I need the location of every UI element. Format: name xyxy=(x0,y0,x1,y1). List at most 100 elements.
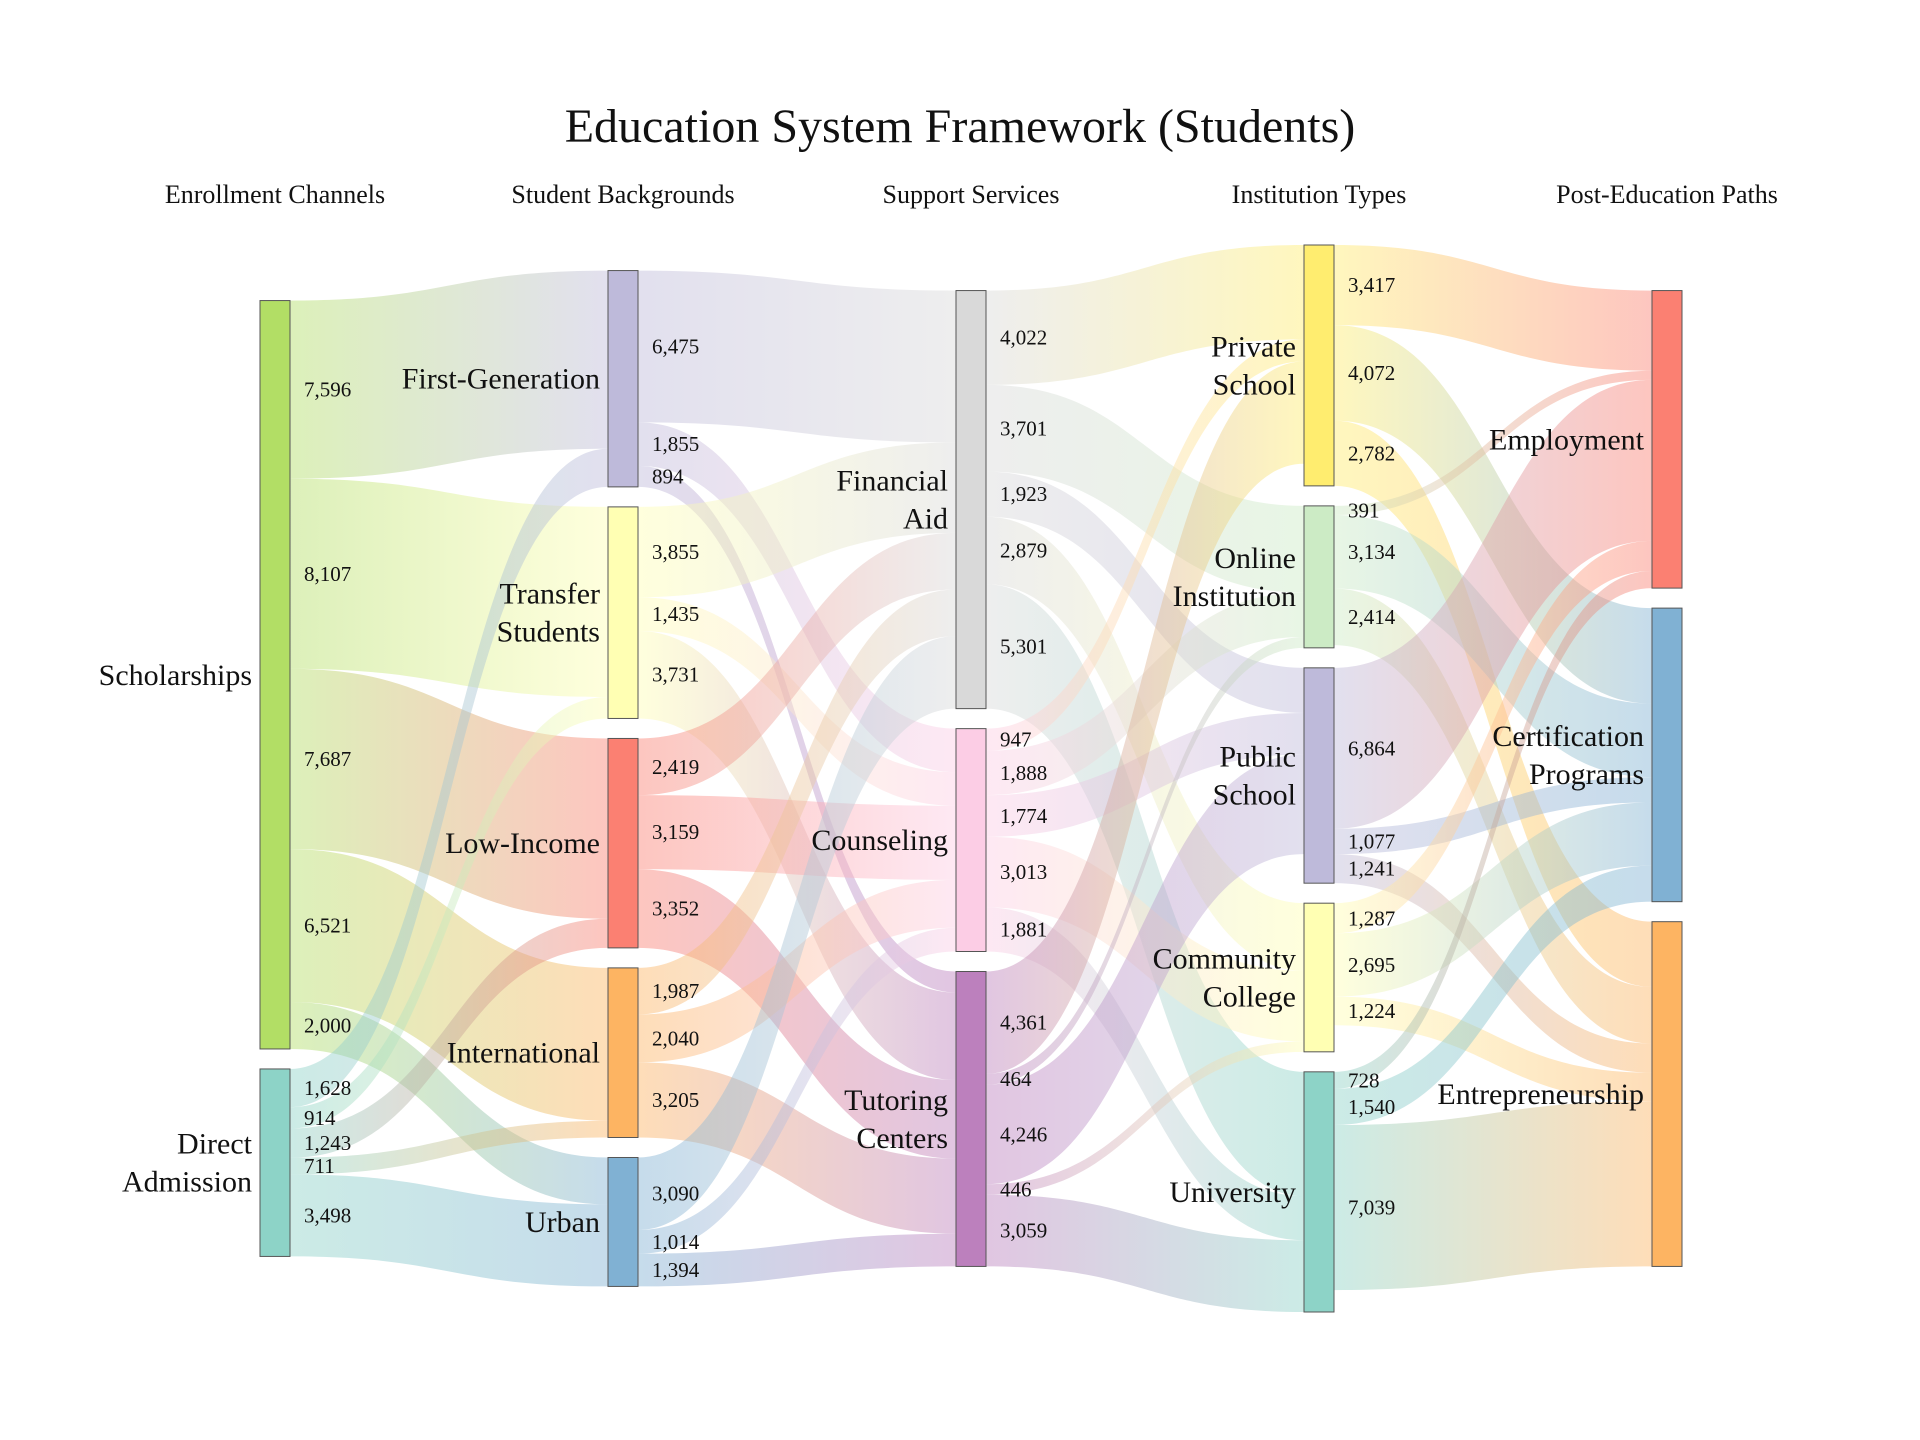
flow-value-lowincome-to-finaid: 2,419 xyxy=(652,755,699,779)
node-label-scholarships: Scholarships xyxy=(99,659,252,692)
node-firstgen xyxy=(607,270,639,488)
flow-university-to-entrepreneurship xyxy=(1334,1101,1652,1291)
flow-value-firstgen-to-finaid: 6,475 xyxy=(652,334,699,358)
flow-lowincome-to-counseling xyxy=(638,795,956,880)
flow-value-counseling-to-university: 1,881 xyxy=(1000,917,1047,941)
flow-scholarships-to-firstgen xyxy=(290,270,608,479)
node-label-entrepreneurship: Entrepreneurship xyxy=(1437,1078,1644,1111)
flow-value-transfer-to-finaid: 3,855 xyxy=(652,540,699,564)
flow-community-to-employment xyxy=(1334,540,1652,934)
flow-tutoring-to-university xyxy=(986,1194,1304,1312)
flow-value-online-to-employment: 391 xyxy=(1348,498,1380,522)
nodes-layer xyxy=(259,244,1683,1313)
flow-value-tutoring-to-public: 4,246 xyxy=(1000,1122,1047,1146)
flow-value-scholarships-to-firstgen: 7,596 xyxy=(304,378,351,402)
node-public xyxy=(1303,667,1335,884)
flow-private-to-entrepreneurship xyxy=(1334,420,1652,987)
node-counseling xyxy=(955,728,987,952)
node-label-urban: Urban xyxy=(525,1206,600,1239)
flow-value-transfer-to-counseling: 1,435 xyxy=(652,602,699,626)
flow-value-university-to-entrepreneurship: 7,039 xyxy=(1348,1196,1395,1220)
node-urban xyxy=(607,1156,639,1287)
flow-value-direct-to-international: 711 xyxy=(304,1154,335,1178)
flow-value-tutoring-to-community: 446 xyxy=(1000,1177,1032,1201)
node-label-lowincome: Low-Income xyxy=(445,827,600,860)
flow-value-community-to-employment: 1,287 xyxy=(1348,906,1395,930)
flow-urban-to-counseling xyxy=(638,927,956,1254)
links-layer xyxy=(290,245,1652,1312)
flow-tutoring-to-community xyxy=(986,1041,1304,1195)
flow-value-university-to-certification: 1,540 xyxy=(1348,1095,1395,1119)
node-label-employment: Employment xyxy=(1489,423,1645,456)
flow-value-online-to-entrepreneurship: 2,414 xyxy=(1348,605,1396,629)
flow-value-finaid-to-community: 2,879 xyxy=(1000,539,1047,563)
flow-value-transfer-to-tutoring: 3,731 xyxy=(652,663,699,687)
node-tutoring xyxy=(955,970,987,1267)
node-scholarships xyxy=(259,300,291,1050)
flow-value-scholarships-to-lowincome: 7,687 xyxy=(304,747,351,771)
node-label-international: International xyxy=(447,1037,600,1070)
flow-scholarships-to-international xyxy=(290,849,608,1121)
flow-value-scholarships-to-international: 6,521 xyxy=(304,914,351,938)
flow-direct-to-urban xyxy=(290,1174,608,1287)
stage-header-post-education-paths: Post-Education Paths xyxy=(1556,180,1778,209)
flow-value-counseling-to-public: 1,774 xyxy=(1000,804,1048,828)
flow-finaid-to-online xyxy=(986,384,1304,593)
flow-value-finaid-to-public: 1,923 xyxy=(1000,482,1047,506)
flow-value-firstgen-to-counseling: 1,855 xyxy=(652,432,699,456)
flow-direct-to-transfer xyxy=(290,697,608,1129)
node-online xyxy=(1303,505,1335,649)
flow-value-direct-to-lowincome: 1,243 xyxy=(304,1131,351,1155)
stage-header-support-services: Support Services xyxy=(883,180,1060,209)
flow-counseling-to-public xyxy=(986,712,1304,837)
flow-urban-to-tutoring xyxy=(638,1233,956,1287)
flow-counseling-to-private xyxy=(986,339,1304,751)
flow-value-lowincome-to-counseling: 3,159 xyxy=(652,820,699,844)
node-label-counseling: Counseling xyxy=(811,824,948,857)
stage-header-enrollment-channels: Enrollment Channels xyxy=(165,180,385,209)
flow-university-to-certification xyxy=(1334,865,1652,1126)
flow-direct-to-lowincome xyxy=(290,918,608,1158)
value-labels-layer: 7,5968,1077,6876,5212,0001,6289141,24371… xyxy=(304,273,1396,1282)
flow-value-urban-to-counseling: 1,014 xyxy=(652,1230,700,1254)
flow-lowincome-to-finaid xyxy=(638,532,956,796)
flow-firstgen-to-tutoring xyxy=(638,465,956,993)
node-international xyxy=(607,967,639,1138)
flow-value-tutoring-to-private: 4,361 xyxy=(1000,1011,1047,1035)
node-lowincome xyxy=(607,737,639,949)
flow-value-international-to-counseling: 2,040 xyxy=(652,1026,699,1050)
flow-value-private-to-entrepreneurship: 2,782 xyxy=(1348,441,1395,465)
flow-direct-to-international xyxy=(290,1120,608,1175)
flow-value-scholarships-to-urban: 2,000 xyxy=(304,1014,351,1038)
node-university xyxy=(1303,1071,1335,1313)
flow-value-urban-to-finaid: 3,090 xyxy=(652,1182,699,1206)
flow-value-firstgen-to-tutoring: 894 xyxy=(652,464,684,488)
flow-value-international-to-tutoring: 3,205 xyxy=(652,1088,699,1112)
flow-value-private-to-employment: 3,417 xyxy=(1348,273,1395,297)
flow-firstgen-to-finaid xyxy=(638,270,956,443)
flow-transfer-to-finaid xyxy=(638,442,956,598)
flow-value-public-to-employment: 6,864 xyxy=(1348,736,1396,760)
node-community xyxy=(1303,902,1335,1053)
flow-firstgen-to-counseling xyxy=(638,422,956,773)
flow-tutoring-to-public xyxy=(986,754,1304,1185)
flow-value-private-to-certification: 4,072 xyxy=(1348,361,1395,385)
flow-scholarships-to-urban xyxy=(290,1002,608,1205)
flow-value-community-to-certification: 2,695 xyxy=(1348,953,1395,977)
flow-tutoring-to-online xyxy=(986,636,1304,1085)
node-employment xyxy=(1651,290,1683,589)
flow-value-finaid-to-private: 4,022 xyxy=(1000,326,1047,350)
flow-value-tutoring-to-university: 3,059 xyxy=(1000,1219,1047,1243)
node-label-firstgen: First-Generation xyxy=(402,363,600,396)
flow-international-to-counseling xyxy=(638,879,956,1063)
flow-public-to-employment xyxy=(1334,379,1652,829)
flow-value-direct-to-urban: 3,498 xyxy=(304,1203,351,1227)
flow-counseling-to-university xyxy=(986,907,1304,1241)
node-finaid xyxy=(955,290,987,710)
